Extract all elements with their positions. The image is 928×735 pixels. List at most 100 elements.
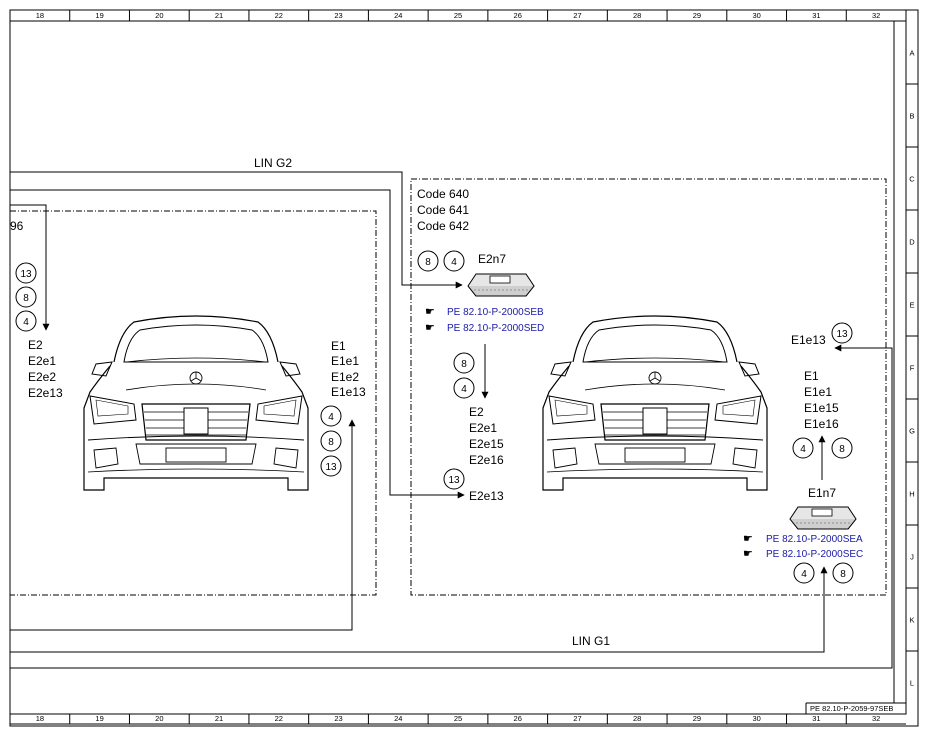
pin-label: 8 bbox=[461, 359, 467, 370]
e2e13-label: E2e13 bbox=[469, 489, 504, 503]
column-label-bottom: 20 bbox=[155, 714, 163, 723]
left-e2-labels: E2 E2e1 E2e2 E2e13 bbox=[28, 338, 63, 400]
column-label-bottom: 31 bbox=[812, 714, 820, 723]
component-label: E1e15 bbox=[804, 401, 839, 415]
component-label: E2 bbox=[469, 405, 484, 419]
left-area-fragment: 96 bbox=[10, 219, 24, 233]
e1-pins: 4 8 bbox=[792, 437, 853, 459]
component-label: E1e1 bbox=[331, 354, 359, 368]
component-label: E1 bbox=[804, 369, 819, 383]
e2e13-pin: 13 bbox=[448, 475, 460, 486]
line-to-left-e1e13 bbox=[10, 419, 356, 631]
e2n7-label: E2n7 bbox=[478, 252, 506, 266]
hand-pointer-icon: ☛ bbox=[425, 322, 435, 334]
e1n7-pins: 4 8 bbox=[793, 562, 854, 584]
e2n7-pins: 8 4 bbox=[417, 250, 465, 272]
left-e2-pin-group: 13 8 4 bbox=[15, 262, 37, 332]
left-e1-pin-group: 4 8 13 bbox=[320, 405, 342, 477]
column-label-bottom: 30 bbox=[752, 714, 760, 723]
component-label: E2e1 bbox=[28, 354, 56, 368]
reference-link[interactable]: PE 82.10-P-2000SEA bbox=[766, 534, 863, 545]
line-to-e2e13 bbox=[10, 189, 465, 499]
component-label: E2e2 bbox=[28, 370, 56, 384]
column-label-top: 20 bbox=[155, 11, 163, 20]
e1-labels: E1 E1e1 E1e15 E1e16 bbox=[804, 369, 839, 431]
pin-label: 13 bbox=[325, 462, 337, 473]
column-label-top: 22 bbox=[275, 11, 283, 20]
column-label-bottom: 24 bbox=[394, 714, 402, 723]
lin-g2-line-to-e2n7 bbox=[10, 171, 463, 289]
right-area-border bbox=[410, 178, 887, 596]
column-label-bottom: 32 bbox=[872, 714, 880, 723]
component-label: E1e2 bbox=[331, 370, 359, 384]
column-label-bottom: 26 bbox=[514, 714, 522, 723]
document-reference: PE 82.10-P-2059-97SEB bbox=[810, 704, 893, 713]
column-label-top: 29 bbox=[693, 11, 701, 20]
reference-link[interactable]: PE 82.10-P-2000SEB bbox=[447, 307, 544, 318]
pin-label: 8 bbox=[328, 437, 334, 448]
row-label: D bbox=[909, 238, 915, 247]
row-label: A bbox=[909, 49, 914, 58]
column-label-top: 25 bbox=[454, 11, 462, 20]
pin-label: 4 bbox=[23, 317, 29, 328]
code-item: Code 641 bbox=[417, 203, 469, 217]
e2-labels: E2 E2e1 E2e15 E2e16 bbox=[469, 405, 504, 467]
pin-label: 4 bbox=[328, 412, 334, 423]
left-e1-labels: E1 E1e1 E1e2 E1e13 bbox=[331, 339, 366, 399]
pin-label: 8 bbox=[23, 293, 29, 304]
hand-pointer-icon: ☛ bbox=[425, 306, 435, 318]
row-label: B bbox=[909, 112, 914, 121]
column-label-top: 23 bbox=[334, 11, 342, 20]
lin-g1-line-to-e1n7 bbox=[10, 566, 828, 653]
pin-label: 4 bbox=[801, 569, 807, 580]
column-label-top: 28 bbox=[633, 11, 641, 20]
line-to-e1e13 bbox=[10, 344, 893, 669]
pin-label: 4 bbox=[451, 257, 457, 268]
component-label: E1 bbox=[331, 339, 346, 353]
row-label: H bbox=[909, 490, 914, 499]
row-label: G bbox=[909, 427, 915, 436]
reference-link[interactable]: PE 82.10-P-2000SEC bbox=[766, 549, 863, 560]
e2-pins: 8 4 bbox=[453, 352, 475, 399]
component-label: E1e1 bbox=[804, 385, 832, 399]
hand-pointer-icon: ☛ bbox=[743, 533, 753, 545]
reference-link[interactable]: PE 82.10-P-2000SED bbox=[447, 323, 544, 334]
component-label: E1e16 bbox=[804, 417, 839, 431]
column-label-top: 18 bbox=[36, 11, 44, 20]
component-label: E2e16 bbox=[469, 453, 504, 467]
car-front-right bbox=[542, 315, 768, 491]
pin-label: 8 bbox=[425, 257, 431, 268]
e2n7-references[interactable]: ☛ PE 82.10-P-2000SEB ☛ PE 82.10-P-2000SE… bbox=[425, 306, 544, 334]
e1n7-label: E1n7 bbox=[808, 486, 836, 500]
hand-pointer-icon: ☛ bbox=[743, 548, 753, 560]
column-label-top: 27 bbox=[573, 11, 581, 20]
pin-label: 13 bbox=[20, 269, 32, 280]
row-label: K bbox=[909, 616, 914, 625]
e1e13-label: E1e13 bbox=[791, 333, 826, 347]
pin-label: 8 bbox=[839, 444, 845, 455]
column-label-top: 19 bbox=[95, 11, 103, 20]
column-label-top: 31 bbox=[812, 11, 820, 20]
code-list: Code 640 Code 641 Code 642 bbox=[417, 187, 469, 233]
lin-g1-label: LIN G1 bbox=[572, 634, 610, 648]
column-label-top: 24 bbox=[394, 11, 402, 20]
column-label-bottom: 28 bbox=[633, 714, 641, 723]
e1n7-references[interactable]: ☛ PE 82.10-P-2000SEA ☛ PE 82.10-P-2000SE… bbox=[743, 533, 863, 560]
code-item: Code 642 bbox=[417, 219, 469, 233]
component-label: E1e13 bbox=[331, 385, 366, 399]
line-to-left-e2 bbox=[10, 204, 50, 331]
e1n7-module bbox=[789, 506, 857, 530]
column-label-bottom: 29 bbox=[693, 714, 701, 723]
column-label-top: 26 bbox=[514, 11, 522, 20]
row-label: F bbox=[910, 364, 915, 373]
column-label-bottom: 18 bbox=[36, 714, 44, 723]
column-label-top: 30 bbox=[752, 11, 760, 20]
component-label: E2e13 bbox=[28, 386, 63, 400]
row-label: L bbox=[910, 679, 914, 688]
row-label: E bbox=[909, 301, 914, 310]
column-label-top: 21 bbox=[215, 11, 223, 20]
pin-label: 8 bbox=[840, 569, 846, 580]
